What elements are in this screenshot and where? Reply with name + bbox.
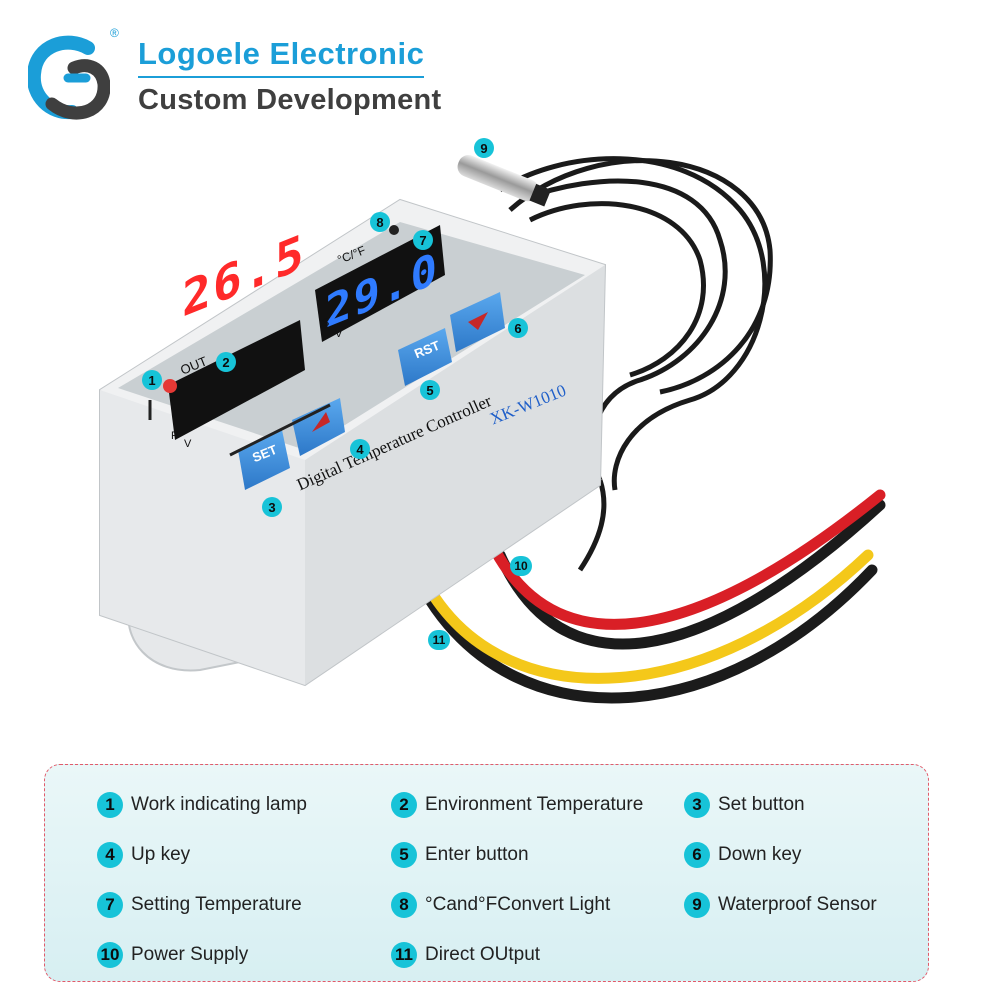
output-wires xyxy=(424,489,886,704)
set-button[interactable]: SET xyxy=(250,441,280,466)
brand-name: Logoele Electronic xyxy=(138,36,425,71)
legend-label: Waterproof Sensor xyxy=(718,894,877,915)
legend-number: 5 xyxy=(391,842,417,868)
brand-tagline: Custom Development xyxy=(138,84,442,116)
v-label-left: V xyxy=(184,438,192,450)
legend-number: 4 xyxy=(97,842,123,868)
brand-divider xyxy=(138,76,424,78)
environment-temp-display xyxy=(168,320,305,440)
legend-label: Direct OUtput xyxy=(425,944,541,965)
callout-8: 8 xyxy=(370,212,390,232)
left-temp-readout: 26.5 xyxy=(182,223,306,329)
temperature-probe xyxy=(457,155,552,207)
legend-item-11: 11 Direct OUtput xyxy=(391,942,540,968)
v-label-right: V xyxy=(335,328,343,340)
callout-10: 10 xyxy=(510,556,532,576)
legend-item-10: 10 Power Supply xyxy=(97,942,248,968)
legend-label: Set button xyxy=(718,794,805,815)
legend-item-4: 4 Up key xyxy=(97,842,190,868)
legend-label: Down key xyxy=(718,844,802,865)
callout-1: 1 xyxy=(142,370,162,390)
registered-mark: ® xyxy=(110,26,119,40)
legend-item-8: 8 °Cand°FConvert Light xyxy=(391,892,610,918)
legend-item-1: 1 Work indicating lamp xyxy=(97,792,307,818)
legend-number: 7 xyxy=(97,892,123,918)
legend-number: 9 xyxy=(684,892,710,918)
panel-title: Digital Temperature Controller xyxy=(293,391,495,495)
legend-label: Enter button xyxy=(425,844,529,865)
callout-11: 11 xyxy=(428,630,450,650)
brand-logo-icon xyxy=(28,35,110,120)
legend-item-2: 2 Environment Temperature xyxy=(391,792,643,818)
unit-label: °C/°F xyxy=(335,243,368,267)
legend-number: 8 xyxy=(391,892,417,918)
callout-2: 2 xyxy=(216,352,236,372)
setting-temp-display xyxy=(315,225,445,342)
legend-label: °Cand°FConvert Light xyxy=(425,894,611,915)
p-label: P xyxy=(171,430,179,442)
legend-number: 2 xyxy=(391,792,417,818)
legend-number: 10 xyxy=(97,942,123,968)
legend-panel: 1 Work indicating lamp 2 Environment Tem… xyxy=(44,764,929,982)
callout-7: 7 xyxy=(413,230,433,250)
legend-item-5: 5 Enter button xyxy=(391,842,529,868)
s-label: S xyxy=(322,317,330,329)
legend-label: Work indicating lamp xyxy=(131,794,308,815)
legend-number: 1 xyxy=(97,792,123,818)
callout-3: 3 xyxy=(262,497,282,517)
model-label: XK-W1010 xyxy=(487,380,569,429)
legend-label: Power Supply xyxy=(131,944,249,965)
out-label: OUT xyxy=(178,353,210,378)
legend-number: 3 xyxy=(684,792,710,818)
legend-item-9: 9 Waterproof Sensor xyxy=(684,892,877,918)
legend-number: 6 xyxy=(684,842,710,868)
legend-item-7: 7 Setting Temperature xyxy=(97,892,302,918)
legend-label: Setting Temperature xyxy=(131,894,302,915)
legend-number: 11 xyxy=(391,942,417,968)
callout-5: 5 xyxy=(420,380,440,400)
legend-label: Up key xyxy=(131,844,191,865)
rst-button[interactable]: RST xyxy=(412,337,442,362)
legend-label: Environment Temperature xyxy=(425,794,644,815)
callout-4: 4 xyxy=(350,439,370,459)
legend-item-6: 6 Down key xyxy=(684,842,801,868)
legend-item-3: 3 Set button xyxy=(684,792,805,818)
callout-6: 6 xyxy=(508,318,528,338)
callout-9: 9 xyxy=(474,138,494,158)
